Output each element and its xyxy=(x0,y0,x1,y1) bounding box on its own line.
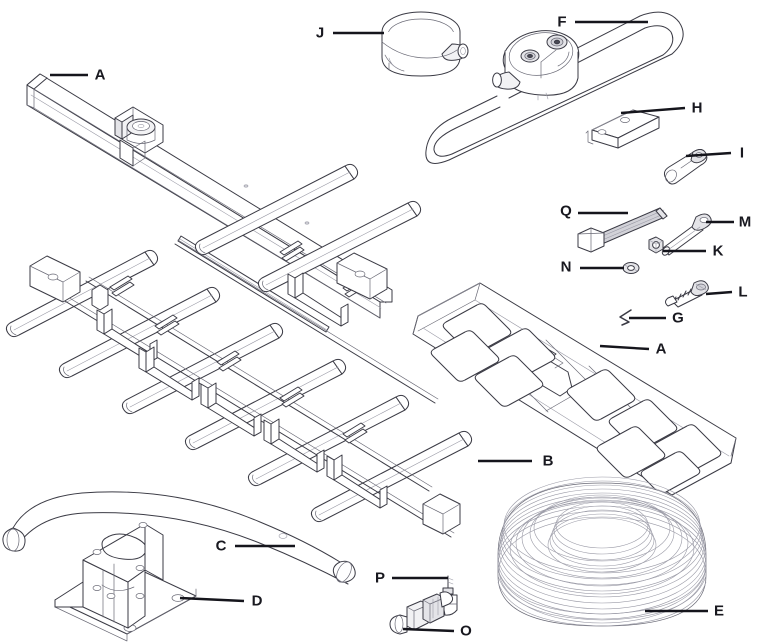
callout-label-F: F xyxy=(557,13,567,31)
part-hex-nut xyxy=(648,236,664,254)
leader-H xyxy=(620,106,686,115)
callout-label-I: I xyxy=(739,144,745,162)
callout-label-M: M xyxy=(738,213,752,231)
callout-label-B: B xyxy=(542,452,554,470)
callout-label-A_panel: A xyxy=(655,340,667,358)
leader-D xyxy=(179,596,245,603)
part-post-base-bracket xyxy=(54,522,197,642)
part-curved-bend-tube xyxy=(2,491,356,585)
callout-label-Q: Q xyxy=(560,202,572,220)
callout-label-D: D xyxy=(251,592,263,610)
callout-label-K: K xyxy=(712,242,724,260)
callout-label-N: N xyxy=(560,258,572,276)
leader-I xyxy=(685,151,732,158)
callout-label-L: L xyxy=(738,283,748,301)
leader-O xyxy=(402,627,455,633)
part-cotter-clip xyxy=(619,309,632,326)
leader-L xyxy=(705,290,733,296)
part-coiled-hose xyxy=(497,476,707,627)
part-quick-connect-coupler xyxy=(389,591,454,635)
part-u-channel-bracket xyxy=(585,109,660,149)
part-hex-head-bolt-long xyxy=(577,207,668,253)
callout-label-E: E xyxy=(713,602,725,620)
callout-label-A_beam: A xyxy=(94,66,106,84)
callout-label-O: O xyxy=(460,622,472,640)
frame-saddle-clip-group xyxy=(91,240,388,509)
part-slotted-deck-panel xyxy=(412,282,737,496)
part-self-tapping-screw xyxy=(665,280,709,308)
leader-A_panel xyxy=(599,344,650,351)
part-cross-rung-tube-group xyxy=(5,163,473,523)
part-looped-hose-with-valve-head xyxy=(425,11,684,164)
callout-label-C: C xyxy=(215,537,227,555)
callout-label-G: G xyxy=(672,309,684,327)
frame-socket-mount-group xyxy=(29,252,461,535)
callout-label-H: H xyxy=(691,99,703,117)
callout-label-P: P xyxy=(374,569,386,587)
part-shoulder-bolt xyxy=(661,213,712,256)
callout-label-J: J xyxy=(315,24,325,42)
part-round-end-cap-housing xyxy=(381,11,469,77)
